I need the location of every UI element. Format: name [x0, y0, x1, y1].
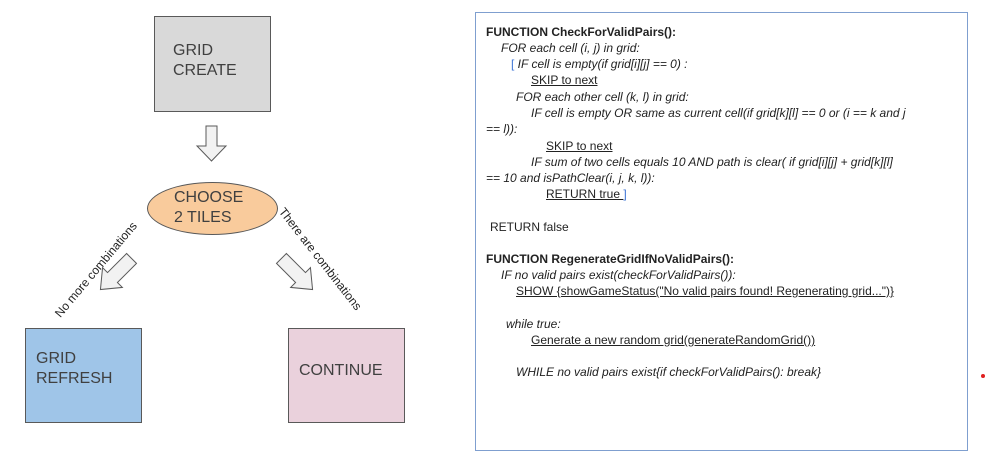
bracket-close: ] [623, 187, 627, 201]
choose-tiles-ellipse: CHOOSE 2 TILES [147, 182, 278, 235]
code-line: SHOW {showGameStatus("No valid pairs fou… [516, 284, 895, 298]
code-line: IF cell is empty OR same as current cell… [531, 106, 906, 120]
grid-refresh-line1: GRID [36, 350, 76, 367]
continue-box: CONTINUE [288, 328, 405, 423]
code-line: == 10 and isPathClear(i, j, k, l)): [486, 171, 655, 185]
down-arrow-icon [195, 125, 228, 162]
func-regenerate-title: FUNCTION RegenerateGridIfNoValidPairs(): [486, 252, 735, 266]
pseudocode-panel: FUNCTION CheckForValidPairs(): FOR each … [475, 12, 968, 451]
red-dot-marker [981, 374, 985, 378]
diagonal-arrow-right-icon [275, 252, 314, 291]
code-line-text: IF cell is empty(if grid[i][j] == 0) : [514, 57, 688, 71]
diagonal-arrow-left-icon [99, 252, 138, 291]
grid-create-line2: CREATE [173, 62, 237, 79]
func-check-title: FUNCTION CheckForValidPairs(): [486, 25, 677, 39]
code-line: IF no valid pairs exist(checkForValidPai… [501, 268, 736, 282]
code-line: WHILE no valid pairs exist{if checkForVa… [516, 365, 822, 379]
grid-create-box: GRID CREATE [154, 16, 271, 112]
code-line: IF sum of two cells equals 10 AND path i… [531, 155, 893, 169]
code-line: FOR each cell (i, j) in grid: [501, 41, 640, 55]
code-line: SKIP to next [531, 73, 598, 87]
continue-label: CONTINUE [299, 362, 383, 379]
code-line: RETURN true ] [546, 186, 627, 202]
code-line: [ IF cell is empty(if grid[i][j] == 0) : [511, 56, 688, 72]
return-true-text: RETURN true [546, 187, 624, 201]
code-line: == l)): [486, 122, 518, 136]
code-line: while true: [506, 317, 561, 331]
choose-line1: CHOOSE [174, 189, 244, 206]
grid-refresh-line2: REFRESH [36, 370, 113, 387]
choose-line2: 2 TILES [174, 209, 232, 226]
grid-refresh-box: GRID REFRESH [25, 328, 142, 423]
grid-create-line1: GRID [173, 42, 213, 59]
code-line: Generate a new random grid(generateRando… [531, 333, 816, 347]
code-line: RETURN false [490, 220, 569, 234]
code-line: FOR each other cell (k, l) in grid: [516, 90, 689, 104]
bracket-open: [ [511, 57, 515, 71]
code-line: SKIP to next [546, 139, 613, 153]
